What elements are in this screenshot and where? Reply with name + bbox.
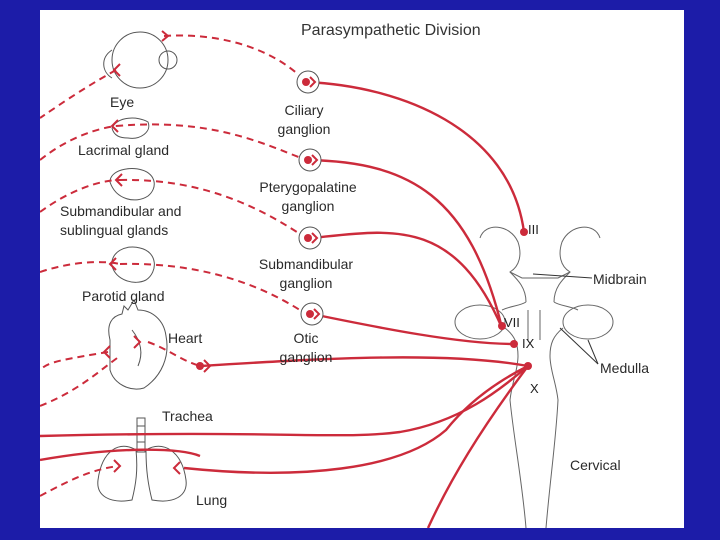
medulla-label: Medulla bbox=[600, 360, 649, 377]
cervical-label: Cervical bbox=[570, 457, 621, 474]
ciliary-ganglion-label-1: Ciliary bbox=[285, 102, 324, 119]
diagram-panel: Parasympathetic Division Eye Lacrimal gl… bbox=[40, 10, 684, 528]
submandibular-ganglion-label-1: Submandibular bbox=[259, 256, 353, 273]
lung-icon bbox=[98, 446, 137, 501]
heart-label: Heart bbox=[168, 330, 202, 347]
ciliary-ganglion-node bbox=[297, 71, 319, 93]
otic-ganglion-label-2: ganglion bbox=[280, 349, 333, 366]
nerve-vii-label: VII bbox=[504, 314, 520, 331]
parotid-gland-label: Parotid gland bbox=[82, 288, 165, 305]
nucleus-iii bbox=[520, 228, 528, 236]
submandibular-ganglion-node bbox=[299, 227, 321, 249]
lacrimal-gland-label: Lacrimal gland bbox=[78, 142, 169, 159]
trachea-label: Trachea bbox=[162, 408, 213, 425]
lung-label: Lung bbox=[196, 492, 227, 509]
heart-ganglion-node bbox=[196, 362, 204, 370]
pterygopalatine-ganglion-label-1: Pterygopalatine bbox=[259, 179, 356, 196]
eye-icon bbox=[112, 32, 168, 88]
ciliary-ganglion-label-2: ganglion bbox=[278, 121, 331, 138]
nerve-x-label: X bbox=[530, 380, 539, 397]
nerve-iii-label: III bbox=[528, 221, 539, 238]
nerve-ix-label: IX bbox=[522, 335, 534, 352]
pointer-lines bbox=[533, 274, 598, 364]
submandibular-gland-label-2: sublingual glands bbox=[60, 222, 168, 239]
otic-ganglion-label-1: Otic bbox=[294, 330, 319, 347]
midbrain-label: Midbrain bbox=[593, 271, 647, 288]
otic-ganglion-node bbox=[301, 303, 323, 325]
nucleus-ix bbox=[510, 340, 518, 348]
submandibular-gland-icon bbox=[110, 169, 154, 200]
submandibular-ganglion-label-2: ganglion bbox=[280, 275, 333, 292]
pterygopalatine-ganglion-label-2: ganglion bbox=[282, 198, 335, 215]
brainstem bbox=[455, 227, 613, 528]
nucleus-x bbox=[524, 362, 532, 370]
diagram-title: Parasympathetic Division bbox=[301, 22, 481, 39]
eye-label: Eye bbox=[110, 94, 134, 111]
submandibular-gland-label-1: Submandibular and bbox=[60, 203, 181, 220]
pterygopalatine-ganglion-node bbox=[299, 149, 321, 171]
diagram-drawing bbox=[40, 10, 684, 528]
